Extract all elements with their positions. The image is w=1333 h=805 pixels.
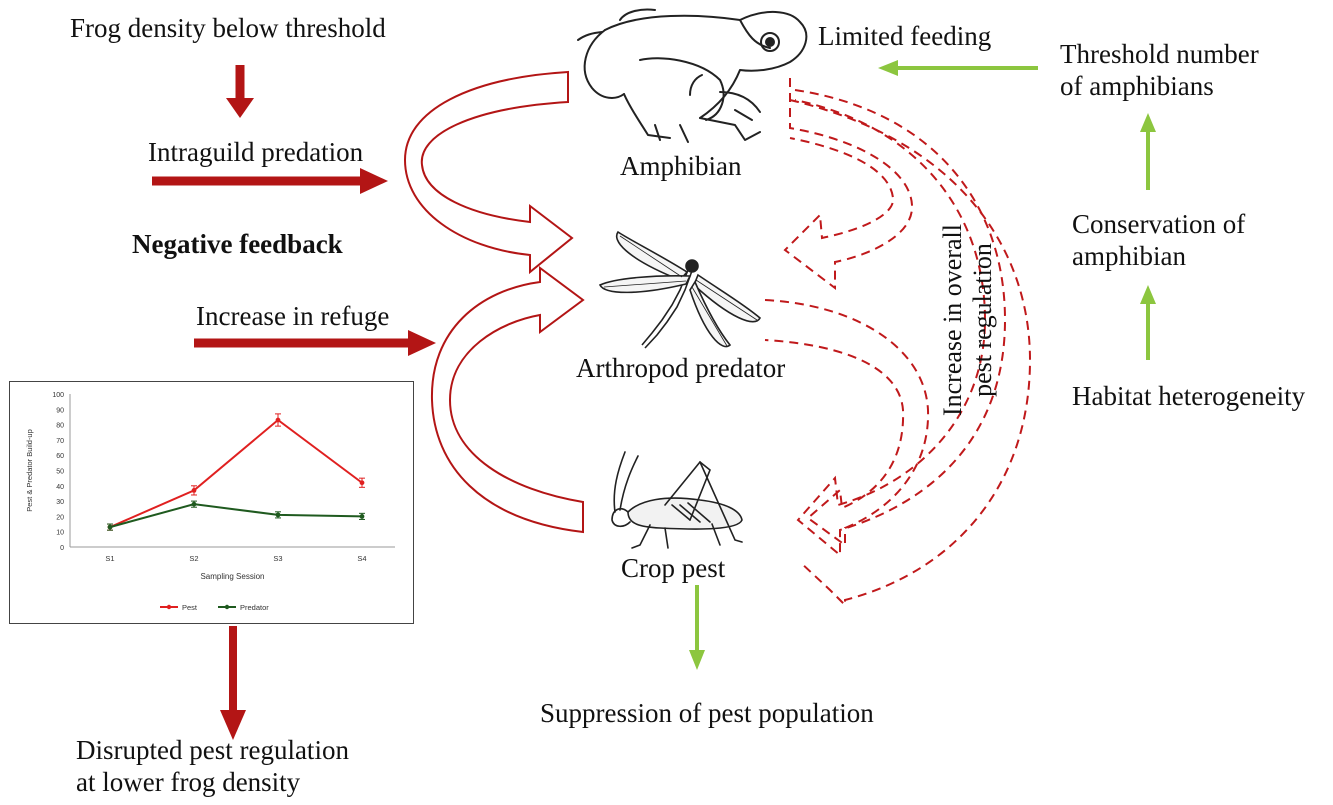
legend-marker — [224, 604, 230, 610]
series-line-predator — [109, 503, 363, 529]
negative-feedback-label: Negative feedback — [132, 229, 343, 259]
x-axis-label: Sampling Session — [200, 572, 264, 581]
y-tick-label: 100 — [52, 392, 64, 399]
suppression-label: Suppression of pest population — [540, 698, 874, 728]
series-line-pest — [109, 418, 363, 529]
outline-arrow-frog-to-dragonfly — [403, 70, 574, 275]
legend-label-predator: Predator — [240, 603, 269, 612]
red-arrow-down-chart — [220, 626, 246, 740]
red-arrow-down-top — [226, 65, 254, 118]
dragonfly-icon — [598, 230, 761, 349]
x-tick-label: S2 — [189, 554, 198, 563]
y-tick-label: 80 — [56, 423, 64, 430]
data-point-predator — [275, 512, 281, 518]
limited-feeding-label: Limited feeding — [818, 21, 992, 51]
green-arrow-down-suppression — [689, 585, 705, 670]
increase-refuge-label: Increase in refuge — [196, 301, 390, 331]
data-point-predator — [107, 524, 113, 530]
disrupted-label: Disrupted pest regulation at lower frog … — [76, 735, 349, 797]
x-tick-label: S4 — [357, 554, 366, 563]
green-arrow-up-1 — [1140, 113, 1156, 190]
y-tick-label: 90 — [56, 407, 64, 414]
green-arrow-up-2 — [1140, 285, 1156, 360]
threshold-label: Threshold number of amphibians — [1060, 39, 1259, 101]
dashed-arrow-frog-to-pest — [794, 89, 1007, 558]
arthropod-label: Arthropod predator — [576, 353, 786, 383]
y-tick-label: 20 — [56, 514, 64, 521]
legend-label-pest: Pest — [182, 603, 198, 612]
data-point-pest — [359, 480, 365, 486]
y-tick-label: 10 — [56, 530, 64, 537]
y-tick-label: 0 — [60, 545, 64, 552]
y-axis-label: Pest & Predator Build-up — [25, 429, 34, 512]
legend-marker — [166, 604, 172, 610]
x-tick-label: S3 — [273, 554, 282, 563]
x-tick-label: S1 — [105, 554, 114, 563]
overall-regulation-label: Increase in overall pest regulation — [938, 224, 997, 417]
crop-pest-label: Crop pest — [621, 553, 726, 583]
y-tick-label: 30 — [56, 499, 64, 506]
red-arrow-refuge — [194, 330, 436, 356]
data-point-pest — [275, 417, 281, 423]
y-tick-label: 40 — [56, 484, 64, 491]
amphibian-label: Amphibian — [620, 151, 742, 181]
y-tick-label: 60 — [56, 453, 64, 460]
habitat-label: Habitat heterogeneity — [1072, 381, 1306, 411]
dashed-arrow-dragonfly-to-pest — [764, 299, 930, 547]
dashed-arrow-frog-to-dragonfly — [783, 78, 914, 291]
data-point-pest — [191, 487, 197, 493]
y-tick-label: 70 — [56, 438, 64, 445]
outline-arrow-pest-to-dragonfly — [430, 266, 585, 534]
grasshopper-icon — [611, 451, 743, 549]
data-point-predator — [359, 514, 365, 519]
data-point-predator — [191, 501, 197, 507]
green-arrow-to-limited — [878, 60, 1038, 76]
y-tick-label: 50 — [56, 469, 64, 476]
conservation-label: Conservation of amphibian — [1072, 209, 1246, 271]
frog-icon — [577, 8, 808, 143]
red-arrow-intraguild — [152, 168, 388, 194]
intraguild-label: Intraguild predation — [148, 137, 364, 167]
frog-density-label: Frog density below threshold — [70, 13, 386, 43]
